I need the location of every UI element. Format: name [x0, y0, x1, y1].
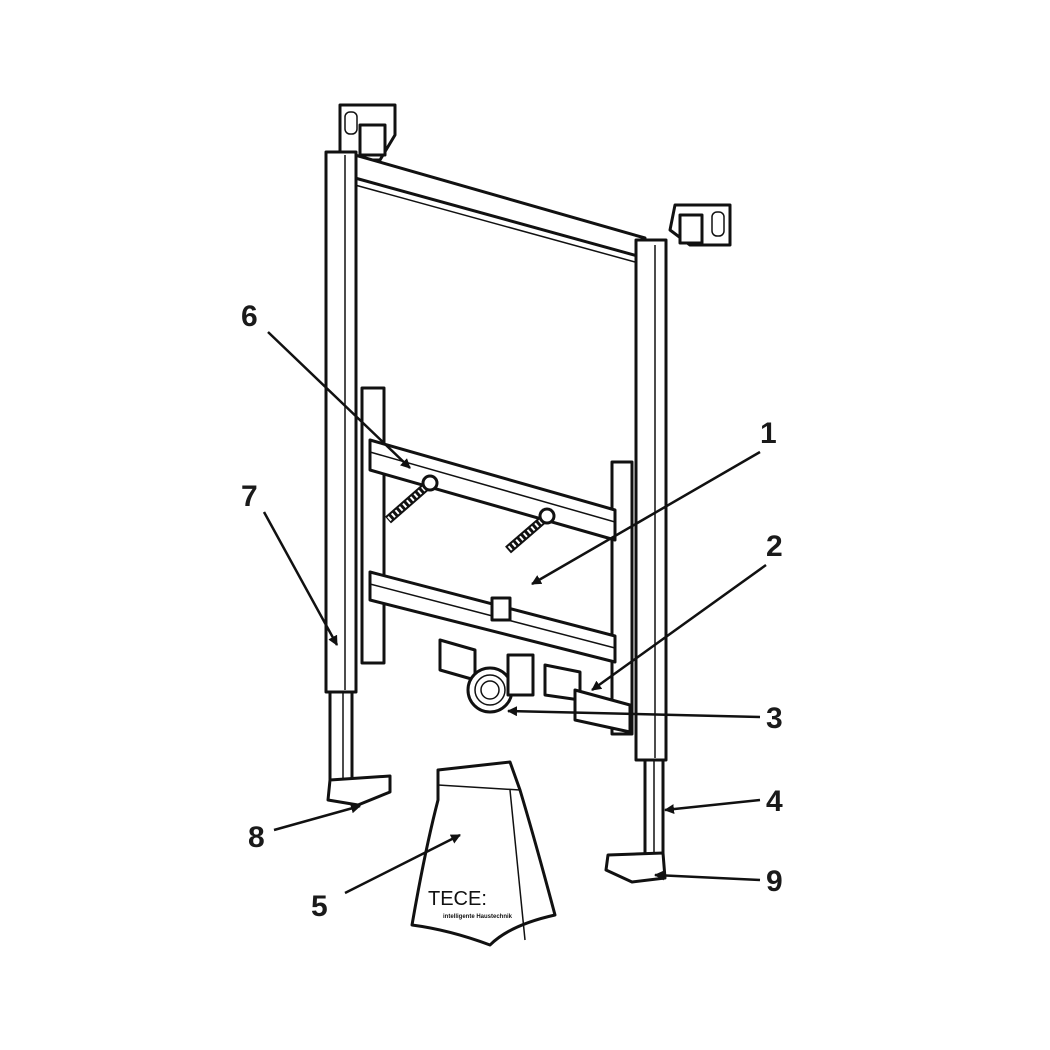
callout-3: 3 — [766, 702, 783, 735]
inner-left-upright — [360, 386, 386, 665]
drain-elbow — [573, 688, 632, 734]
right-foot-plate — [604, 851, 667, 884]
callout-9: 9 — [766, 865, 783, 898]
threaded-bolts — [385, 474, 556, 554]
leader-lines — [262, 331, 767, 895]
upper-crossbar — [368, 438, 617, 542]
callout-1: 1 — [760, 417, 777, 450]
top-left-wall-bracket — [338, 103, 397, 162]
callout-6: 6 — [241, 300, 258, 333]
drain-assembly — [438, 596, 632, 734]
bag-tagline: intelligente Haustechnik — [443, 914, 513, 920]
callout-4: 4 — [766, 785, 783, 818]
callout-5: 5 — [311, 890, 328, 923]
top-right-wall-bracket — [668, 203, 732, 247]
left-main-post — [324, 150, 358, 789]
bag-brand: TECE: — [428, 888, 487, 910]
accessory-bag: TECE: intelligente Haustechnik — [410, 760, 557, 947]
callout-7: 7 — [241, 480, 258, 513]
top-crossbar — [353, 153, 647, 260]
inner-right-upright — [610, 460, 634, 736]
callout-8: 8 — [248, 821, 265, 854]
left-foot-plate — [326, 774, 392, 807]
right-main-post — [634, 238, 668, 867]
callout-2: 2 — [766, 530, 783, 563]
